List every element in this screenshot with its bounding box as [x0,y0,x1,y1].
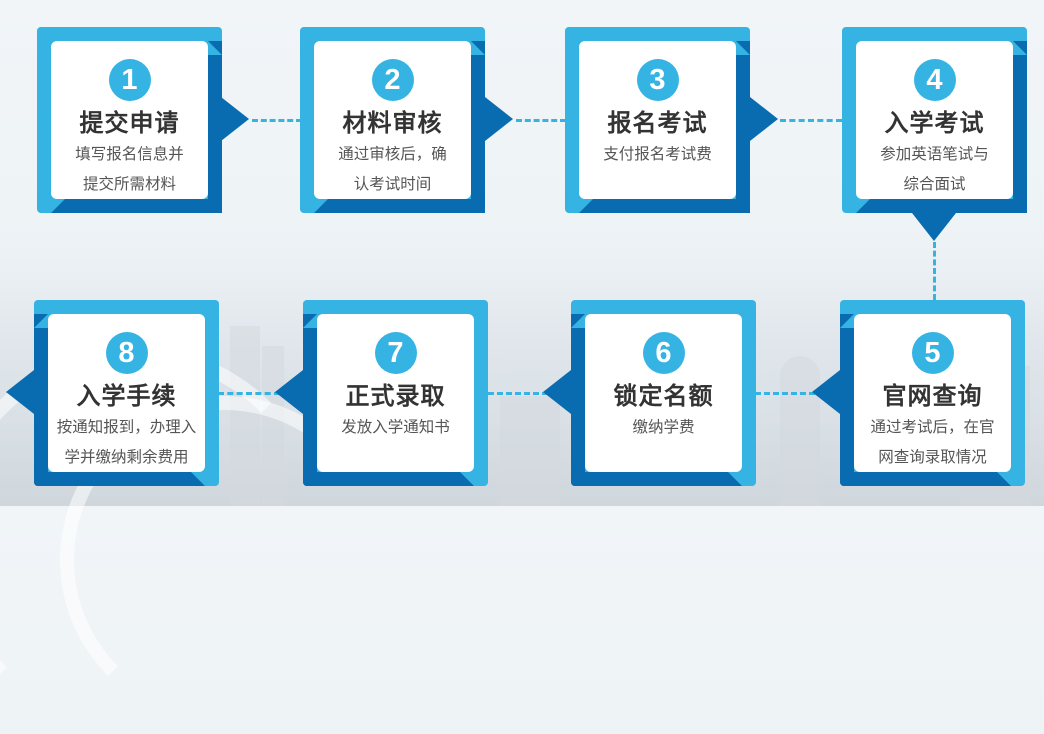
step-card-1: 1 提交申请 填写报名信息并 提交所需材料 [37,27,222,213]
step-number-badge: 6 [642,332,685,374]
step-card-2: 2 材料审核 通过审核后，确 认考试时间 [300,27,485,213]
step-title: 材料审核 [342,109,443,137]
step-number-badge: 3 [636,59,679,101]
step-desc: 学并缴纳剩余费用 [64,448,189,466]
step-title: 入学手续 [76,382,177,410]
connector-1-2 [252,119,302,122]
step-number-badge: 5 [911,332,954,374]
step-number-badge: 1 [108,59,151,101]
step-title: 锁定名额 [613,382,714,410]
step-title: 正式录取 [345,382,446,410]
step-desc: 通过考试后，在官 [870,418,995,436]
step-desc: 认考试时间 [353,175,432,193]
step-desc: 发放入学通知书 [341,418,450,436]
step-desc: 支付报名考试费 [603,145,712,163]
step-desc: 按通知报到，办理入 [56,418,197,436]
arrow-left-icon [6,370,34,414]
step-card-5: 5 官网查询 通过考试后，在官 网查询录取情况 [840,300,1025,486]
step-desc: 提交所需材料 [82,175,176,193]
arrow-left-icon [543,370,571,414]
step-desc: 参加英语笔试与 [880,145,989,163]
connector-7-8 [218,392,280,395]
step-number-badge: 7 [374,332,417,374]
step-title: 入学考试 [884,109,985,137]
step-title: 报名考试 [607,109,708,137]
arrow-left-icon [812,370,840,414]
connector-4-5 [933,242,936,300]
connector-3-4 [780,119,842,122]
arrow-left-icon [275,370,303,414]
step-desc: 缴纳学费 [632,418,695,436]
step-card-3: 3 报名考试 支付报名考试费 [565,27,750,213]
step-desc: 填写报名信息并 [75,145,184,163]
step-card-6: 6 锁定名额 缴纳学费 [571,300,756,486]
step-title: 官网查询 [882,382,983,410]
step-desc: 网查询录取情况 [878,448,987,466]
arrow-right-icon [750,97,778,141]
arrow-right-icon [221,97,249,141]
step-title: 提交申请 [79,109,180,137]
step-number-badge: 4 [913,59,956,101]
step-number-badge: 2 [371,59,414,101]
step-card-8: 8 入学手续 按通知报到，办理入 学并缴纳剩余费用 [34,300,219,486]
step-number-badge: 8 [105,332,148,374]
connector-2-3 [516,119,566,122]
step-desc: 综合面试 [903,175,966,193]
arrow-right-icon [485,97,513,141]
arrow-down-icon [912,213,956,241]
connector-6-7 [488,392,548,395]
step-desc: 通过审核后，确 [338,145,447,163]
connector-5-6 [755,392,815,395]
step-card-4: 4 入学考试 参加英语笔试与 综合面试 [842,27,1027,213]
step-card-7: 7 正式录取 发放入学通知书 [303,300,488,486]
